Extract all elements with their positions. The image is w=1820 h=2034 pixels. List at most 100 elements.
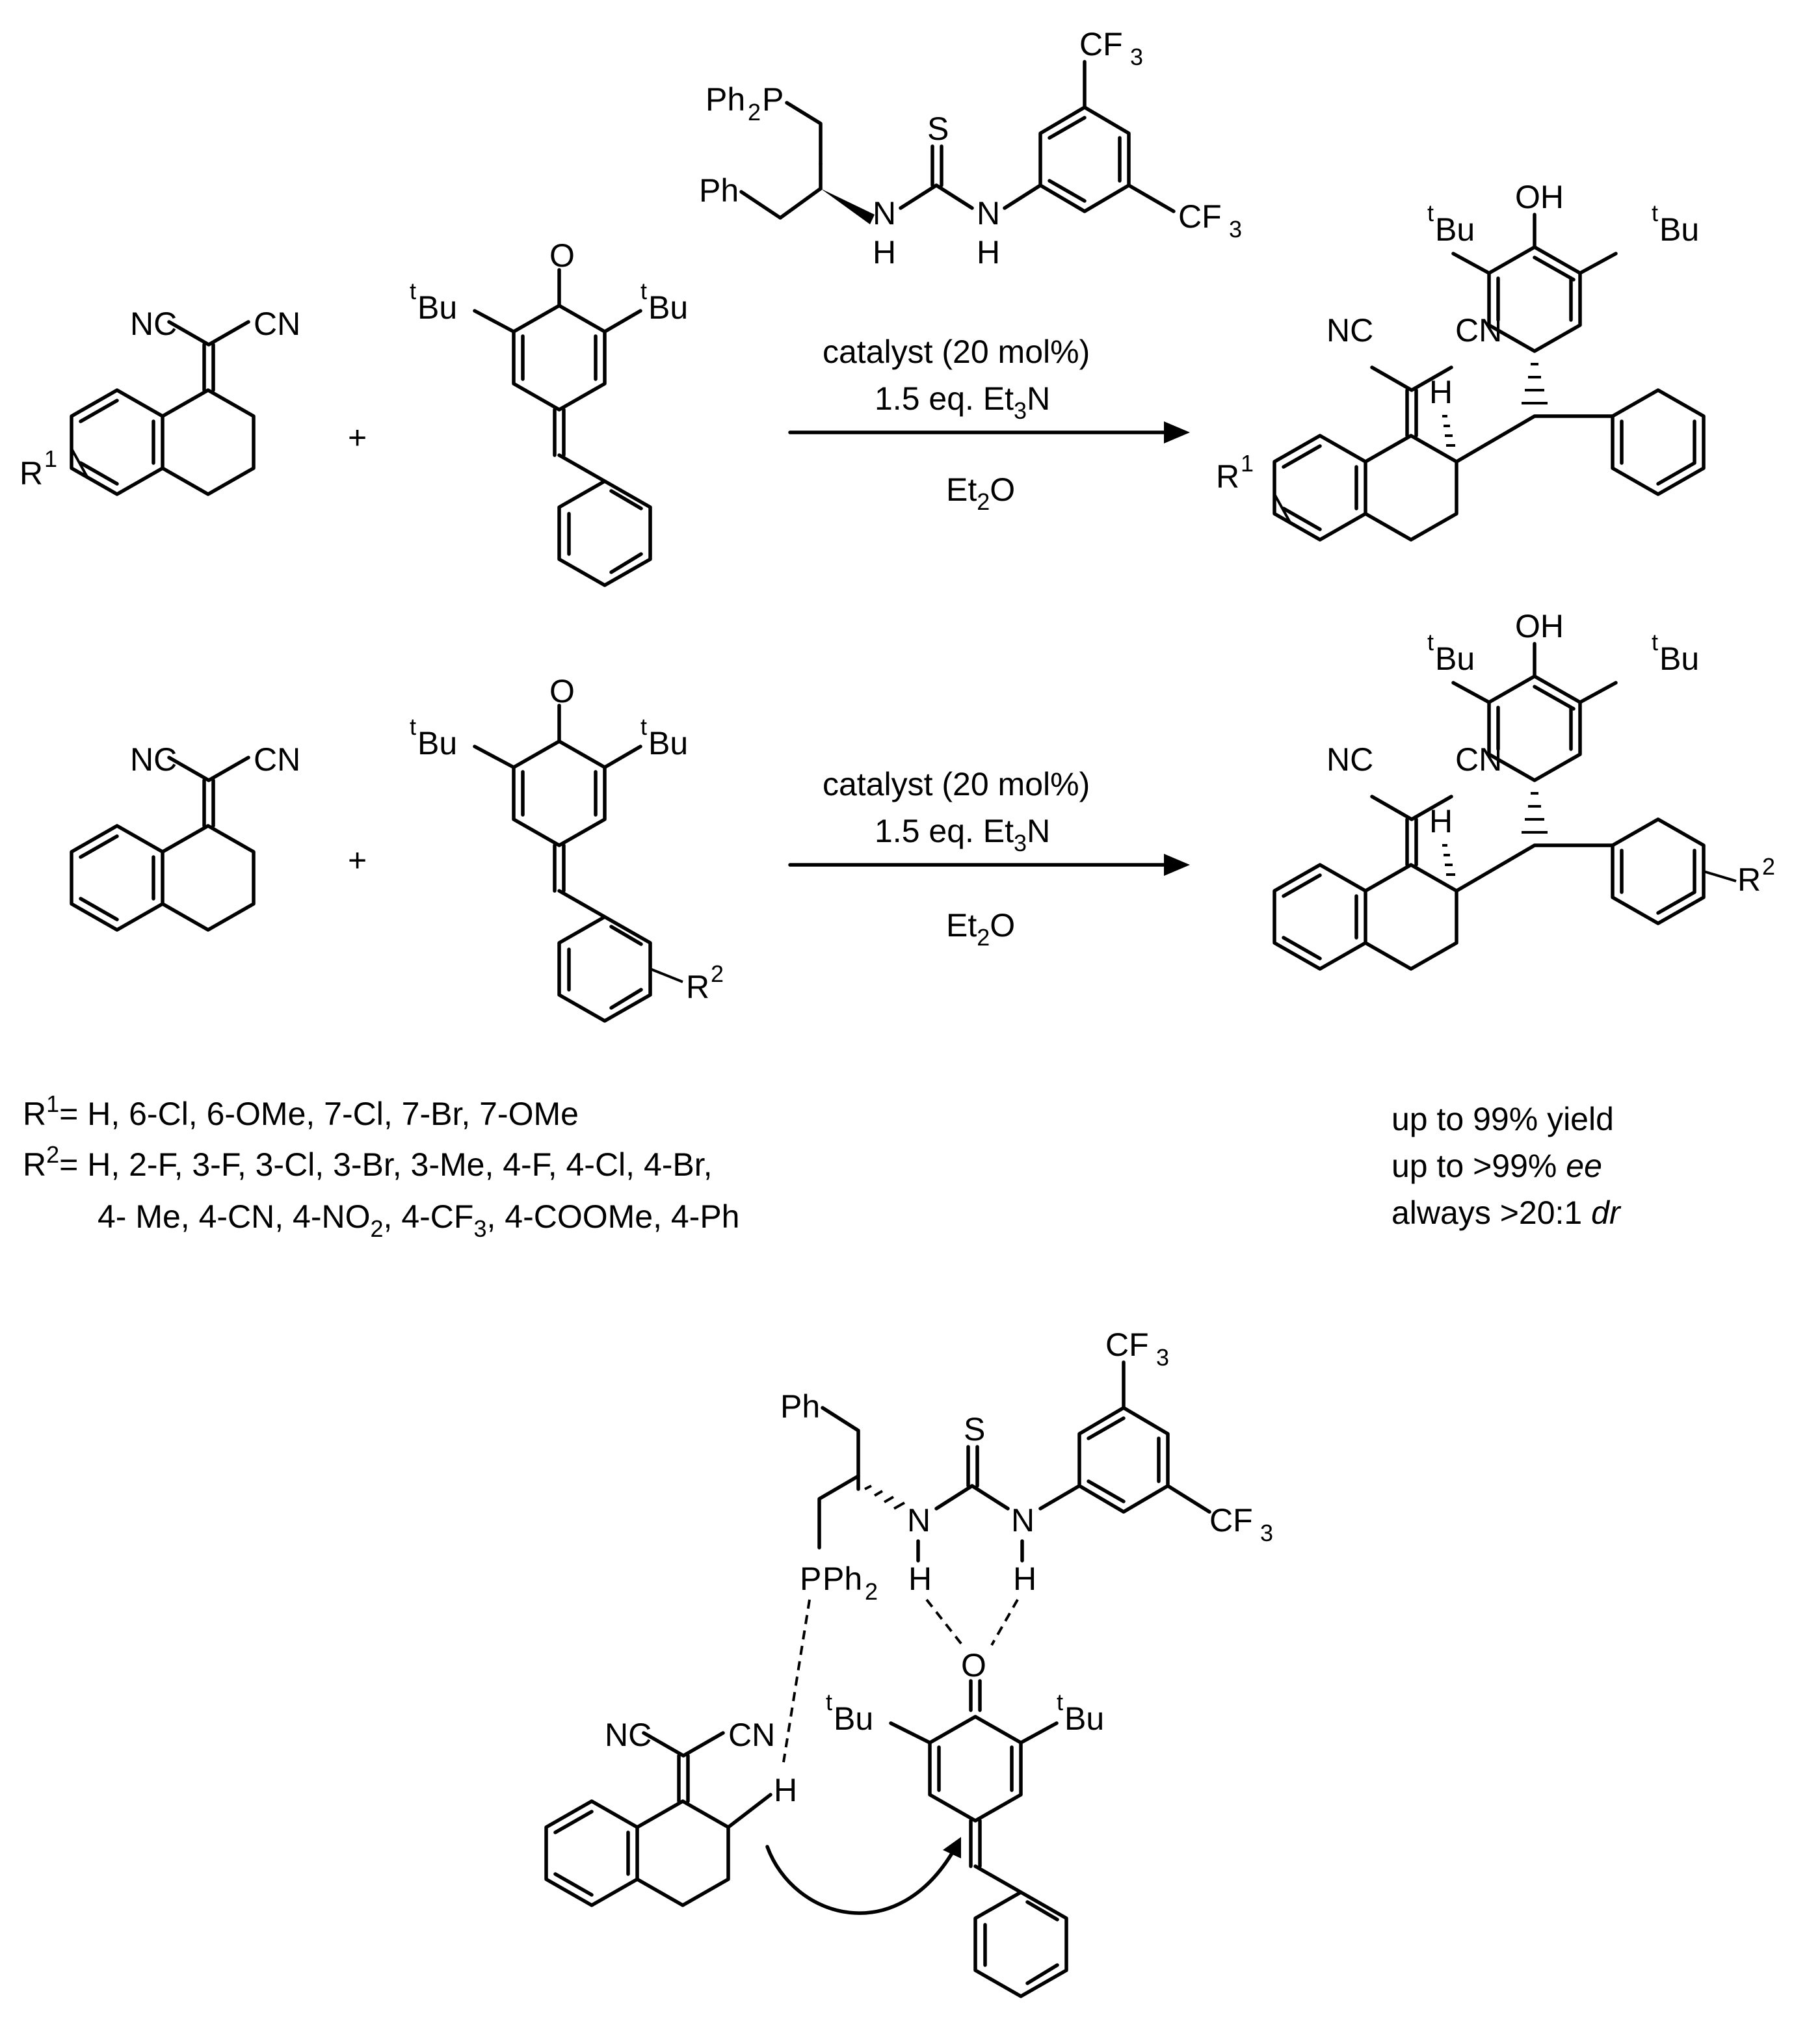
- atom-label: P: [800, 1561, 821, 1597]
- product-1: NC CN H R 1 OH t Bu t Bu: [1216, 179, 1706, 542]
- atom-label: NC: [1326, 741, 1373, 778]
- atom-label: 3: [1229, 216, 1242, 243]
- atom-label: Bu: [834, 1700, 873, 1737]
- atom-label: N: [977, 195, 1000, 231]
- atom-label: NC: [130, 741, 177, 778]
- atom-label: N: [873, 195, 896, 231]
- atom-label: NC: [605, 1717, 652, 1753]
- atom-label: H: [1013, 1561, 1036, 1597]
- atom-label: Bu: [648, 289, 688, 326]
- substrate-tetralone-1: NC CN R 1: [20, 306, 300, 496]
- atom-label: P: [762, 81, 784, 118]
- atom-label: R: [20, 455, 43, 492]
- atom-label: t: [410, 713, 416, 740]
- condition-base: 1.5 eq. Et3N: [875, 813, 1050, 856]
- atom-label: R: [1216, 458, 1239, 495]
- substituent-list: R1= H, 6-Cl, 6-OMe, 7-Cl, 7-Br, 7-OMe R2…: [23, 1090, 739, 1242]
- atom-label: t: [1427, 629, 1434, 655]
- atom-label: Ph: [706, 81, 745, 118]
- atom-label: Bu: [417, 289, 457, 326]
- atom-label: 2: [748, 99, 761, 125]
- atom-label: O: [549, 673, 575, 709]
- atom-label: O: [549, 237, 575, 274]
- atom-label: t: [410, 278, 416, 304]
- atom-label: 2: [1762, 853, 1775, 880]
- atom-label: H: [977, 234, 1000, 271]
- atom-label: Bu: [1435, 641, 1475, 677]
- quinone-methide-1: O t Bu t Bu: [410, 237, 688, 587]
- plus-sign: +: [348, 842, 367, 878]
- atom-label: R: [686, 969, 709, 1005]
- atom-label: 3: [1156, 1344, 1169, 1371]
- atom-label: Ph: [780, 1388, 820, 1425]
- condition-catalyst: catalyst (20 mol%): [823, 334, 1090, 370]
- atom-label: CN: [1455, 741, 1502, 778]
- atom-label: N: [1011, 1502, 1035, 1539]
- reaction-arrow-2: catalyst (20 mol%) 1.5 eq. Et3N Et2O: [788, 766, 1190, 951]
- r1-list: R1= H, 6-Cl, 6-OMe, 7-Cl, 7-Br, 7-OMe: [23, 1090, 579, 1132]
- condition-base: 1.5 eq. Et3N: [875, 380, 1050, 424]
- atom-label: 3: [1130, 44, 1143, 70]
- atom-label: OH: [1515, 608, 1564, 644]
- atom-label: Ph: [823, 1561, 862, 1597]
- atom-label: O: [961, 1647, 986, 1684]
- atom-label: t: [640, 278, 647, 304]
- atom-label: H: [908, 1561, 932, 1597]
- r2-list-line1: R2= H, 2-F, 3-F, 3-Cl, 3-Br, 3-Me, 4-F, …: [23, 1141, 713, 1183]
- atom-label: t: [1427, 200, 1434, 226]
- atom-label: t: [1652, 200, 1658, 226]
- quinone-methide-2: O t Bu t Bu R 2: [410, 673, 724, 1023]
- atom-label: OH: [1515, 179, 1564, 215]
- atom-label: t: [826, 1689, 832, 1715]
- atom-label: CN: [254, 306, 300, 342]
- atom-label: Ph: [699, 172, 739, 209]
- result-yield: up to 99% yield: [1391, 1101, 1614, 1137]
- atom-label: CN: [254, 741, 300, 778]
- atom-label: t: [1057, 1689, 1063, 1715]
- atom-label: S: [927, 111, 949, 147]
- condition-catalyst: catalyst (20 mol%): [823, 766, 1090, 802]
- reaction-arrow-1: catalyst (20 mol%) 1.5 eq. Et3N Et2O: [788, 334, 1190, 515]
- atom-label: CF: [1079, 26, 1123, 62]
- atom-label: H: [873, 234, 896, 271]
- atom-label: 2: [711, 960, 724, 987]
- atom-label: CN: [728, 1717, 775, 1753]
- atom-label: H: [1429, 803, 1453, 839]
- atom-label: R: [1737, 862, 1761, 898]
- atom-label: Bu: [1659, 211, 1699, 248]
- atom-label: CN: [1455, 312, 1502, 349]
- atom-label: 1: [44, 445, 57, 472]
- atom-label: t: [640, 713, 647, 740]
- atom-label: Bu: [1064, 1700, 1104, 1737]
- atom-label: Bu: [417, 725, 457, 761]
- atom-label: t: [1652, 629, 1658, 655]
- condition-solvent: Et2O: [946, 907, 1015, 951]
- atom-label: 1: [1241, 450, 1254, 477]
- r2-list-line2: 4- Me, 4-CN, 4-NO2, 4-CF3, 4-COOMe, 4-Ph: [98, 1198, 739, 1242]
- atom-label: CF: [1209, 1502, 1253, 1539]
- atom-label: Bu: [648, 725, 688, 761]
- atom-label: NC: [1326, 312, 1373, 349]
- atom-label: 3: [1260, 1520, 1273, 1546]
- result-dr: always >20:1 dr: [1391, 1195, 1622, 1231]
- result-ee: up to >99% ee: [1391, 1148, 1602, 1184]
- plus-sign: +: [348, 419, 367, 456]
- condition-solvent: Et2O: [946, 471, 1015, 515]
- atom-label: 2: [865, 1578, 878, 1605]
- atom-label: H: [1429, 374, 1453, 410]
- transition-state-model: Ph N H S N H CF 3 CF 3 P Ph 2 O t: [544, 1327, 1273, 1998]
- atom-label: CF: [1178, 198, 1222, 235]
- substrate-tetralone-2: NC CN: [70, 741, 300, 932]
- atom-label: CF: [1105, 1327, 1149, 1363]
- atom-label: Bu: [1659, 641, 1699, 677]
- atom-label: N: [907, 1502, 930, 1539]
- atom-label: NC: [130, 306, 177, 342]
- atom-label: Bu: [1435, 211, 1475, 248]
- product-2: NC CN H OH t Bu t Bu R 2: [1273, 608, 1775, 971]
- results-summary: up to 99% yield up to >99% ee always >20…: [1391, 1101, 1622, 1231]
- atom-label: S: [964, 1411, 985, 1447]
- atom-label: H: [774, 1772, 797, 1808]
- catalyst-structure-top: Ph 2 P Ph N H S N H CF 3 CF 3: [699, 26, 1242, 271]
